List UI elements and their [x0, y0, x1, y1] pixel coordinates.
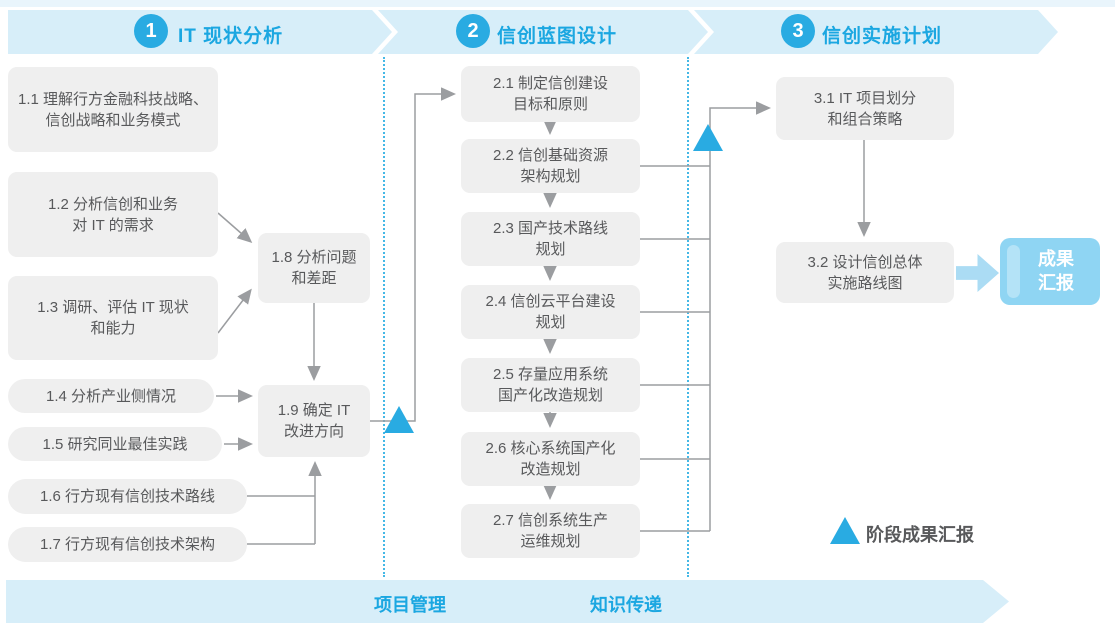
phase-divider-1-2 [383, 57, 385, 577]
node-2-4: 2.4 信创云平台建设 规划 [461, 285, 640, 339]
phase-2-title: 信创蓝图设计 [497, 26, 618, 47]
node-1-5: 1.5 研究同业最佳实践 [8, 427, 222, 461]
milestone-triangle-phase2-icon [693, 124, 723, 151]
node-2-5: 2.5 存量应用系统 国产化改造规划 [461, 358, 640, 412]
phase-3-title: 信创实施计划 [822, 26, 943, 47]
phase-banner-2 [378, 10, 708, 54]
footer-item-project-management: 项目管理 [374, 595, 446, 615]
milestone-triangle-phase1-icon [384, 406, 414, 433]
result-arrow-icon [956, 254, 999, 292]
phase-divider-2-3 [687, 57, 689, 577]
phase-2-number-badge: 2 [456, 14, 490, 48]
phase-banner-1 [8, 10, 392, 54]
node-2-1: 2.1 制定信创建设 目标和原则 [461, 66, 640, 122]
phase-banner-3 [694, 10, 1058, 54]
node-1-4: 1.4 分析产业侧情况 [8, 379, 214, 413]
node-1-6: 1.6 行方现有信创技术路线 [8, 479, 247, 514]
node-2-3: 2.3 国产技术路线 规划 [461, 212, 640, 266]
node-3-2: 3.2 设计信创总体 实施路线图 [776, 242, 954, 303]
phase-1-title: IT 现状分析 [178, 26, 284, 47]
legend-label: 阶段成果汇报 [866, 525, 974, 545]
node-2-7: 2.7 信创系统生产 运维规划 [461, 504, 640, 558]
node-2-6: 2.6 核心系统国产化 改造规划 [461, 432, 640, 486]
node-1-7: 1.7 行方现有信创技术架构 [8, 527, 247, 562]
footer-banner [6, 580, 1009, 623]
node-1-2: 1.2 分析信创和业务 对 IT 的需求 [8, 172, 218, 257]
node-1-1: 1.1 理解行方金融科技战略、 信创战略和业务模式 [8, 67, 218, 152]
node-3-1: 3.1 IT 项目划分 和组合策略 [776, 77, 954, 140]
top-strip [0, 0, 1115, 7]
node-2-2: 2.2 信创基础资源 架构规划 [461, 139, 640, 193]
phase-3-number-badge: 3 [781, 14, 815, 48]
node-1-8: 1.8 分析问题 和差距 [258, 233, 370, 303]
legend-triangle-icon [830, 517, 860, 544]
node-1-9: 1.9 确定 IT 改进方向 [258, 385, 370, 457]
result-report-box: 成果 汇报 [1000, 238, 1100, 305]
phase-1-number-badge: 1 [134, 14, 168, 48]
node-1-3: 1.3 调研、评估 IT 现状 和能力 [8, 276, 218, 360]
footer-item-knowledge-transfer: 知识传递 [590, 595, 662, 615]
